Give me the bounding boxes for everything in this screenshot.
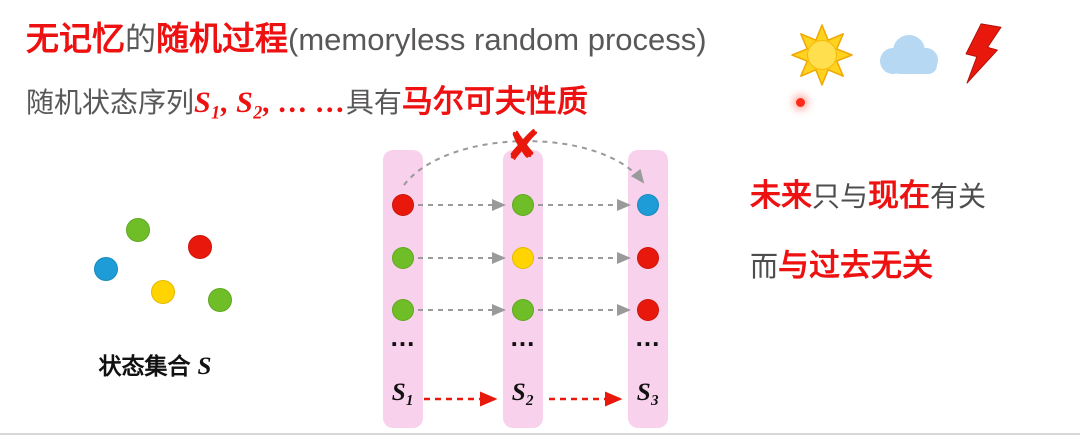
note-line-1: 未来只与现在有关 — [750, 174, 986, 224]
page-title: 无记忆的随机过程(memoryless random process) — [26, 12, 707, 60]
note-only-with: 只与 — [812, 181, 869, 212]
ellipsis: ... — [390, 322, 416, 352]
state-set-symbol: S — [197, 353, 212, 380]
state-dot — [126, 218, 150, 242]
ellipsis: ... — [510, 322, 536, 352]
state-column-1: ... S₁ — [383, 150, 423, 428]
state-dot — [208, 288, 232, 312]
title-de: 的 — [125, 22, 156, 57]
ellipsis: ... — [635, 322, 661, 352]
note-present: 现在 — [868, 178, 931, 213]
state-dot — [637, 247, 659, 269]
state-dot — [512, 299, 534, 321]
state-dot — [637, 194, 659, 216]
state-dot — [637, 299, 659, 321]
bottom-divider — [0, 433, 1080, 435]
state-dot — [512, 247, 534, 269]
state-set-label-text: 状态集合 — [98, 353, 191, 379]
title-memoryless: 无记忆 — [26, 20, 125, 57]
subtitle-middle: 具有 — [345, 87, 402, 118]
column-label-s3: S₃ — [636, 379, 660, 406]
state-set — [0, 180, 270, 330]
state-dot — [512, 194, 534, 216]
sun-icon — [791, 24, 853, 86]
state-column-3: ... S₃ — [628, 150, 668, 428]
markov-property-label: 马尔可夫性质 — [401, 84, 588, 119]
subtitle: 随机状态序列S₁, S₂, … …具有马尔可夫性质 — [26, 76, 588, 121]
header-icons — [788, 20, 1004, 90]
state-dot — [94, 257, 118, 281]
subtitle-prefix: 随机状态序列 — [26, 87, 195, 118]
note-related: 有关 — [930, 181, 987, 212]
lightning-icon — [965, 23, 1002, 84]
title-random-process: 随机过程 — [156, 20, 288, 57]
note-line-2: 而与过去无关 — [750, 244, 986, 294]
column-label-s1: S₁ — [391, 379, 415, 406]
state-dot — [188, 235, 212, 259]
note-future: 未来 — [750, 178, 812, 213]
state-sequence: S₁, S₂, … … — [194, 86, 346, 119]
cloud-icon — [880, 35, 938, 74]
note-and: 而 — [750, 251, 779, 282]
title-english: (memoryless random process) — [288, 22, 707, 57]
state-dot — [392, 247, 414, 269]
state-dot — [392, 299, 414, 321]
cross-icon: ✘ — [505, 122, 541, 169]
state-dot — [392, 194, 414, 216]
markov-note: 未来只与现在有关 而与过去无关 — [750, 174, 986, 314]
column-label-s2: S₂ — [511, 379, 535, 406]
state-dot — [151, 280, 175, 304]
sparkle-icon — [796, 98, 805, 107]
state-column-2: ... S₂ — [503, 150, 543, 428]
note-past-unrelated: 与过去无关 — [778, 248, 934, 283]
